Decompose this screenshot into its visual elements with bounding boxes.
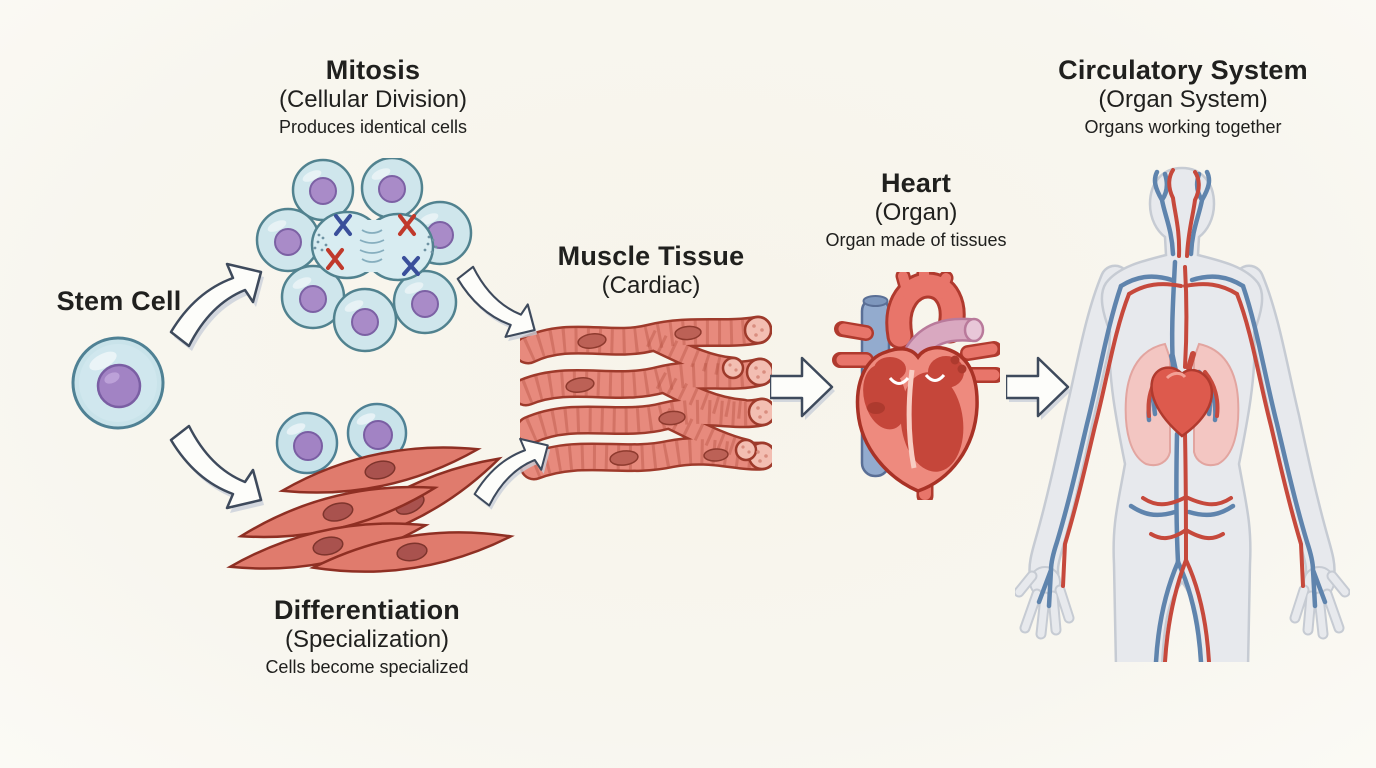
differentiated-cells-icon bbox=[226, 402, 515, 573]
arrow-heart-to-body-icon bbox=[1006, 356, 1071, 420]
muscle-subtitle: (Cardiac) bbox=[601, 272, 701, 300]
centrosome-asters bbox=[313, 233, 438, 254]
stage-label-differentiation: Differentiation (Specialization) Cells b… bbox=[207, 595, 527, 678]
circulatory-subtitle: (Organ System) bbox=[1098, 86, 1268, 114]
arrow-mitosis-to-muscle-icon bbox=[456, 265, 538, 342]
heart-chambers bbox=[863, 355, 967, 472]
body-heart bbox=[1150, 351, 1214, 438]
differentiation-subtitle: (Specialization) bbox=[284, 626, 450, 654]
spindle-muscle-cells bbox=[226, 446, 515, 573]
circulatory-title: Circulatory System bbox=[1058, 55, 1308, 85]
arteries bbox=[1061, 168, 1305, 662]
fiber-nuclei bbox=[565, 325, 729, 466]
stem-cell-title: Stem Cell bbox=[56, 286, 182, 316]
mitosis-cells-icon bbox=[255, 158, 473, 353]
chromosomes bbox=[326, 214, 420, 276]
differentiation-caption: Cells become specialized bbox=[265, 657, 469, 678]
stage-label-circulatory-system: Circulatory System (Organ System) Organs… bbox=[1003, 55, 1363, 138]
arrow-muscle-to-heart-icon bbox=[770, 356, 835, 420]
arrow-stem-to-differentiation-icon bbox=[169, 424, 264, 513]
stage-label-mitosis: Mitosis (Cellular Division) Produces ide… bbox=[223, 55, 523, 138]
heart-caption: Organ made of tissues bbox=[825, 230, 1007, 251]
stage-label-stem-cell: Stem Cell bbox=[19, 286, 219, 317]
vessel-stubs bbox=[832, 321, 1000, 383]
pulmonary-artery bbox=[904, 317, 985, 364]
heart-title: Heart bbox=[880, 168, 952, 198]
arrow-stem-to-mitosis-icon bbox=[169, 262, 264, 351]
stage-label-muscle-tissue: Muscle Tissue (Cardiac) bbox=[511, 241, 791, 300]
dividing-cell bbox=[310, 210, 438, 282]
circulatory-caption: Organs working together bbox=[1084, 117, 1282, 138]
stage-label-heart: Heart (Organ) Organ made of tissues bbox=[776, 168, 1056, 251]
stem-cell-icon bbox=[71, 336, 165, 430]
mitosis-caption: Produces identical cells bbox=[278, 117, 468, 138]
circulatory-system-icon bbox=[1015, 166, 1350, 662]
fiber-cut-ends bbox=[721, 315, 772, 471]
cardiac-muscle-icon bbox=[520, 315, 772, 481]
arrow-differentiation-to-muscle-icon bbox=[473, 437, 551, 510]
body-arms bbox=[1015, 264, 1350, 640]
aorta bbox=[885, 272, 966, 350]
mitosis-subtitle: (Cellular Division) bbox=[278, 86, 468, 114]
heart-organ-icon bbox=[832, 272, 1000, 500]
muscle-title: Muscle Tissue bbox=[557, 241, 745, 271]
differentiation-title: Differentiation bbox=[273, 595, 460, 625]
heart-subtitle: (Organ) bbox=[874, 199, 958, 227]
mitosis-title: Mitosis bbox=[325, 55, 421, 85]
